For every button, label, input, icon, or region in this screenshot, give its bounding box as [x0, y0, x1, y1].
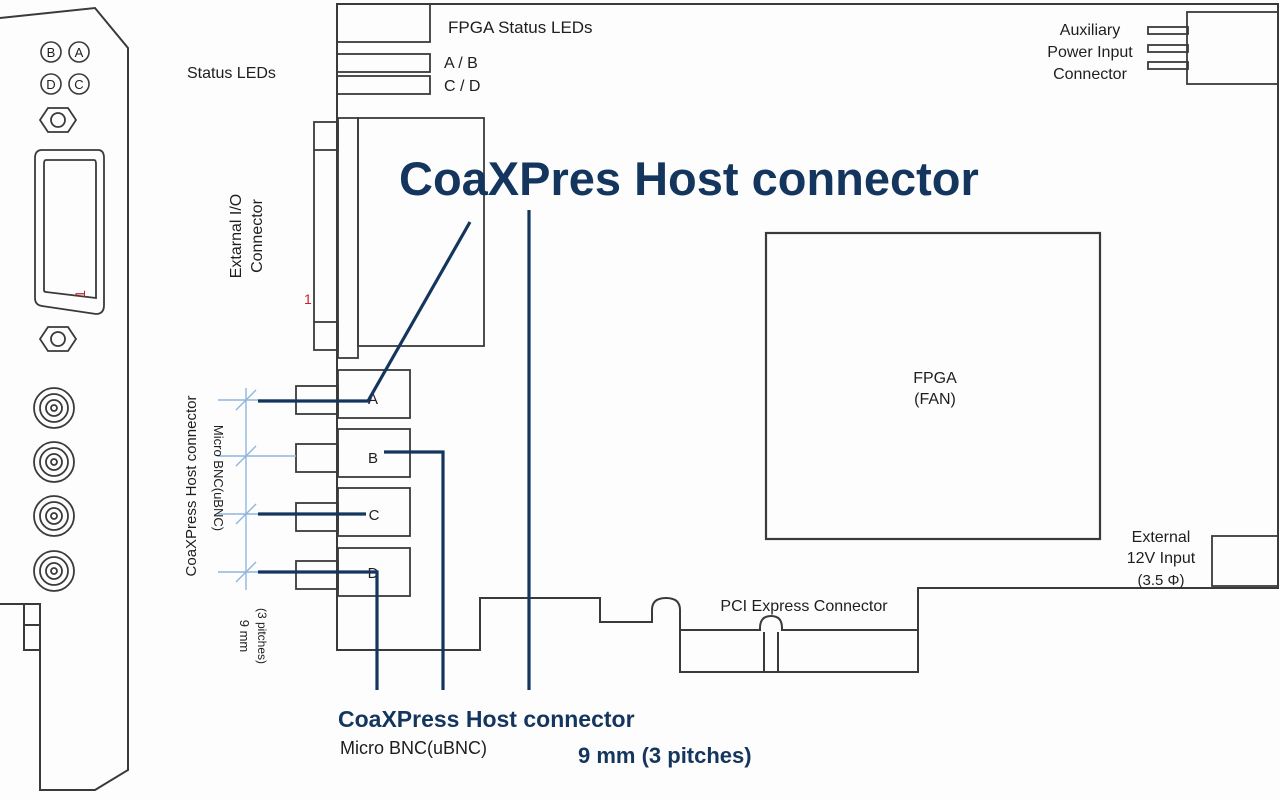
bracket-coax-jack-icon: [33, 550, 75, 592]
bracket-coax-jack-icon: [33, 495, 75, 537]
bracket-led-label: B: [47, 45, 56, 60]
external-io-label-line2: Connector: [249, 198, 266, 272]
fpga-status-led-block: [336, 3, 431, 95]
side-pitch-value: 9 mm: [237, 620, 252, 653]
callout-bottom-title: CoaXPress Host connector: [338, 706, 635, 732]
callout-leader-lines: [258, 210, 531, 690]
bracket-screw-post-icon: [38, 326, 78, 352]
aux-power-label-line3: Connector: [1053, 66, 1127, 83]
port-label-a: A: [368, 391, 378, 408]
fpga-status-leds-label: FPGA Status LEDs: [448, 18, 593, 37]
bracket-screw-post-icon: [38, 107, 78, 133]
status-leds-label: Status LEDs: [187, 65, 276, 82]
side-pitch-note: (3 pitches): [255, 608, 269, 664]
board-outline: [336, 3, 1279, 673]
pcie-edge-connector: [680, 614, 918, 672]
bracket-dsub-connector: [34, 149, 105, 315]
aux-power-connector: [1147, 11, 1279, 85]
port-label-b: B: [368, 450, 378, 467]
callout-top-title: CoaXPres Host connector: [399, 152, 979, 205]
coaxpress-ports: [295, 369, 411, 597]
bracket-led-indicators: B A D C: [40, 41, 90, 95]
led-cd-label: C / D: [444, 78, 480, 95]
bracket-pin1-marker: 1: [72, 290, 88, 298]
bracket-led-label: C: [74, 77, 83, 92]
bracket-coax-jack-icon: [33, 387, 75, 429]
bracket-led-label: D: [46, 77, 55, 92]
external-io-label-line1: Extarnal I/O: [228, 194, 245, 278]
aux-power-label-line2: Power Input: [1047, 44, 1133, 61]
bracket-coax-jack-icon: [33, 441, 75, 483]
board-pin1-marker: 1: [304, 291, 312, 307]
port-label-c: C: [369, 507, 380, 524]
bracket-coax-jacks: [33, 387, 75, 592]
pci-bracket: [0, 6, 129, 791]
aux-power-label-line1: Auxiliary: [1060, 22, 1120, 39]
fpga-fan-label: (FAN): [914, 391, 956, 408]
side-micro-bnc-label: Micro BNC(uBNC): [211, 425, 226, 531]
ext12v-label-line2: 12V Input: [1127, 550, 1196, 567]
side-host-connector-label: CoaXPress Host connector: [183, 396, 200, 577]
fpga-chip: [764, 231, 1102, 541]
external-io-connector: [313, 117, 485, 359]
external-12v-connector: [1211, 535, 1279, 587]
ext12v-label-line3: (3.5 Φ): [1138, 572, 1185, 589]
led-ab-label: A / B: [444, 55, 478, 72]
bracket-led-label: A: [75, 45, 84, 60]
fpga-label: FPGA: [913, 370, 957, 387]
callout-bottom-subtitle: Micro BNC(uBNC): [340, 738, 487, 758]
ext12v-label-line1: External: [1132, 529, 1191, 546]
pcie-connector-label: PCI Express Connector: [720, 598, 888, 615]
callout-pitch: 9 mm (3 pitches): [578, 743, 752, 768]
pitch-dimension-lines: [218, 388, 296, 590]
